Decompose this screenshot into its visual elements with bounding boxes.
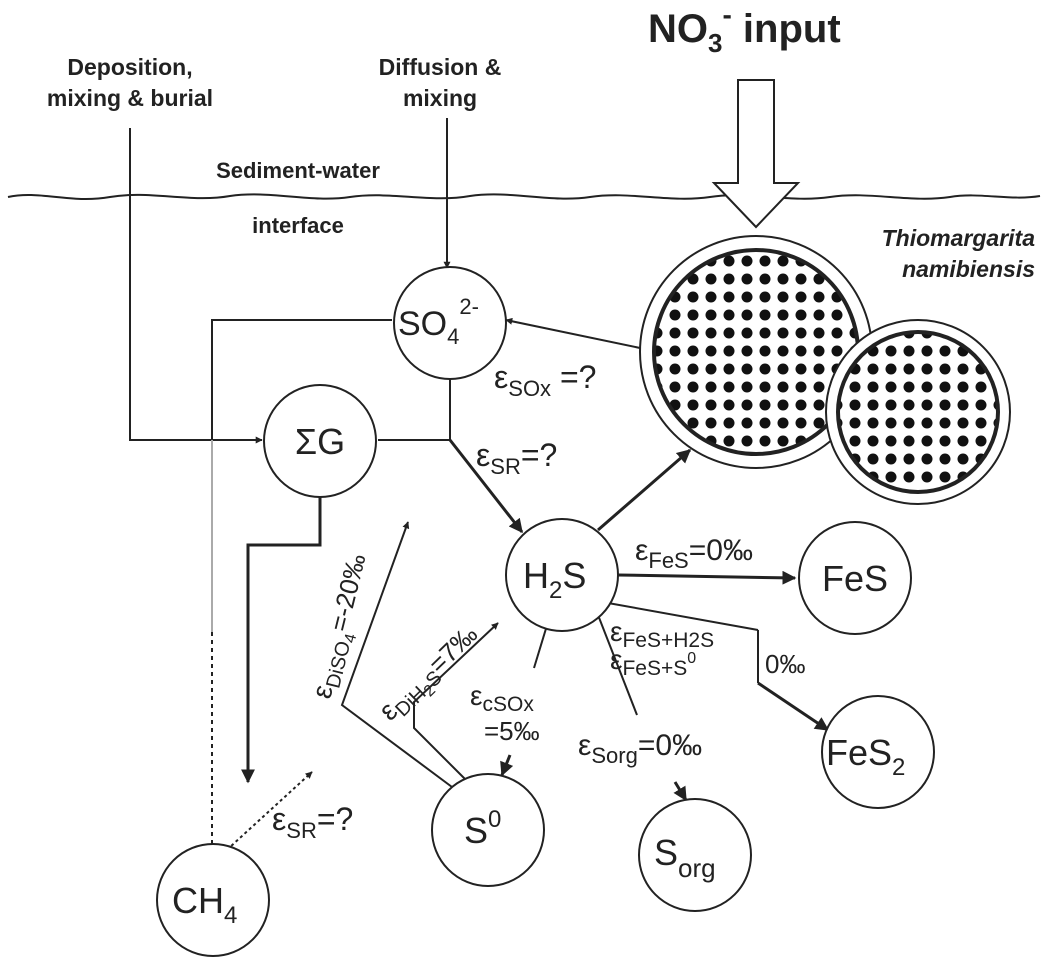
epsilon-sr-label: εSR=? — [476, 437, 557, 479]
fes-node-label: FeS — [822, 558, 888, 599]
epsilon-csox-label: εcSOx — [470, 680, 534, 716]
so4-node — [393, 266, 507, 380]
sorg-node — [638, 798, 752, 912]
epsilon-fes-label: εFeS=0‰ — [635, 534, 753, 573]
sediment-water-label: Sediment-water — [216, 158, 380, 183]
ch4-node — [156, 843, 270, 957]
sigma-g-node-label: ΣG — [295, 421, 345, 462]
h2s-node — [505, 518, 619, 632]
fes2-node — [821, 695, 935, 809]
h2s-to-fes2-line — [607, 602, 759, 631]
no3-input-arrow — [711, 79, 801, 229]
junction-to-h2s-arrow — [448, 439, 524, 534]
no3-input-label: NO3- input — [648, 0, 841, 58]
fes-node — [798, 521, 912, 635]
ch4-sr-arrow — [217, 771, 313, 859]
interface-label: interface — [252, 213, 344, 238]
h2s-to-s0-line — [533, 621, 549, 669]
epsilon-diso4-label: εDiSO4=-20‰ — [306, 550, 380, 703]
sediment-water-interface-line — [7, 193, 1041, 200]
deposition-label-line1: Deposition, — [67, 54, 192, 80]
h2s-to-s0-arrow — [500, 754, 514, 777]
ch4-node-label: CH4 — [172, 880, 237, 929]
sigma-g-node — [263, 384, 377, 498]
epsilon-sr-ch4-label: εSR=? — [272, 801, 353, 843]
s0-node-label: S0 — [464, 806, 501, 851]
thio-to-so4-arrow — [505, 317, 641, 349]
h2s-to-sorg-arrow — [673, 781, 688, 802]
epsilon-fes-s0-label: εFeS+S0 — [610, 644, 696, 680]
epsilon-csox-value: =5‰ — [484, 716, 540, 746]
deposition-label-line2: mixing & burial — [47, 85, 213, 111]
thiomargarita-cell-small-inner — [836, 330, 1000, 494]
h2s-to-thio-arrow — [597, 448, 692, 532]
h2s-to-fes-arrow — [617, 570, 797, 585]
h2s-node-label: H2S — [523, 555, 586, 604]
bracket-to-fes2-arrow — [757, 681, 830, 732]
epsilon-fes2-value: 0‰ — [765, 649, 805, 679]
s0-node — [431, 773, 545, 887]
deposition-flow-arrow — [129, 128, 263, 444]
epsilon-dih2s-label: εDiH2S=7‰ — [373, 618, 489, 732]
diffusion-label-line1: Diffusion & — [379, 54, 502, 80]
so4-node-label: SO42- — [398, 294, 479, 349]
sorg-node-label: Sorg — [654, 832, 716, 883]
epsilon-sorg-label: εSorg=0‰ — [578, 729, 702, 768]
thiomargarita-label-line1: Thiomargarita — [882, 225, 1036, 251]
s0-disproportionation-so4-arrow — [340, 521, 457, 791]
diffusion-label-line2: mixing — [403, 85, 477, 111]
sigma-g-to-ch4-arrow — [241, 495, 322, 784]
h2s-to-sorg-line — [597, 614, 638, 716]
epsilon-sox-label: εSOx =? — [494, 359, 596, 401]
thiomargarita-label-line2: namibiensis — [902, 256, 1035, 282]
s0-disproportionation-h2s-arrow — [413, 622, 499, 783]
fes2-node-label: FeS2 — [826, 732, 905, 781]
epsilon-fes-h2s-label: εFeS+H2S — [610, 616, 714, 652]
